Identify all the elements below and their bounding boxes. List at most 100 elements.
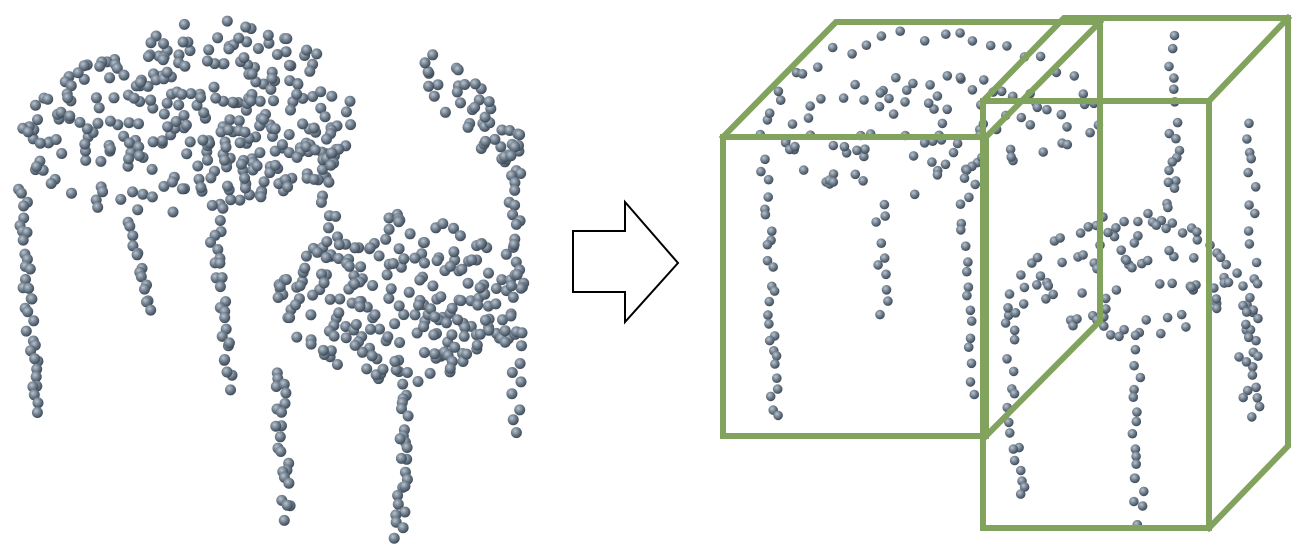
point bbox=[514, 358, 526, 369]
point bbox=[254, 147, 266, 159]
point bbox=[23, 282, 35, 294]
point bbox=[108, 92, 120, 104]
point bbox=[308, 173, 320, 185]
point bbox=[176, 88, 188, 100]
point bbox=[124, 220, 136, 232]
point bbox=[393, 216, 405, 228]
point bbox=[79, 138, 91, 150]
point bbox=[1156, 328, 1166, 339]
point bbox=[1232, 268, 1242, 278]
point bbox=[94, 60, 106, 72]
point bbox=[255, 191, 267, 203]
point bbox=[217, 202, 229, 214]
point bbox=[1132, 407, 1142, 417]
point bbox=[435, 291, 447, 303]
point bbox=[396, 403, 407, 415]
point bbox=[157, 54, 169, 66]
point bbox=[1127, 262, 1137, 273]
point bbox=[245, 95, 257, 107]
point bbox=[184, 136, 196, 148]
point bbox=[340, 106, 352, 118]
point bbox=[389, 355, 401, 367]
point bbox=[323, 222, 334, 234]
point bbox=[390, 364, 402, 376]
point bbox=[1130, 344, 1141, 355]
point bbox=[509, 184, 521, 196]
point bbox=[123, 153, 135, 165]
point bbox=[966, 316, 977, 326]
point bbox=[474, 328, 486, 340]
point bbox=[773, 410, 783, 421]
point bbox=[452, 64, 464, 76]
point bbox=[95, 155, 107, 167]
point bbox=[770, 359, 780, 369]
point bbox=[764, 335, 775, 346]
point bbox=[1072, 314, 1082, 324]
point bbox=[315, 196, 327, 208]
point bbox=[419, 257, 430, 269]
point bbox=[80, 154, 92, 166]
point bbox=[216, 330, 228, 342]
point bbox=[923, 98, 934, 108]
point bbox=[1238, 392, 1248, 403]
point bbox=[268, 95, 279, 107]
point bbox=[499, 325, 511, 337]
point bbox=[397, 522, 409, 534]
point bbox=[418, 321, 430, 333]
point bbox=[388, 532, 400, 544]
point bbox=[1016, 270, 1026, 280]
point bbox=[251, 160, 263, 172]
point bbox=[223, 43, 235, 55]
point bbox=[401, 442, 413, 453]
point bbox=[452, 314, 463, 326]
point bbox=[1128, 392, 1139, 403]
point bbox=[1002, 354, 1012, 364]
point bbox=[1167, 218, 1178, 228]
point bbox=[166, 176, 178, 188]
point bbox=[202, 154, 213, 166]
point bbox=[173, 49, 185, 61]
point bbox=[222, 124, 234, 136]
point bbox=[1169, 84, 1179, 94]
point bbox=[214, 215, 226, 226]
point bbox=[1142, 255, 1153, 266]
point bbox=[321, 133, 332, 145]
point bbox=[299, 262, 311, 274]
point bbox=[104, 115, 116, 127]
point bbox=[343, 260, 355, 272]
point bbox=[173, 99, 185, 111]
point bbox=[1078, 89, 1089, 99]
point bbox=[271, 49, 283, 60]
point bbox=[224, 114, 236, 126]
point bbox=[257, 113, 269, 125]
point bbox=[233, 32, 245, 44]
point bbox=[1241, 357, 1252, 367]
point bbox=[891, 72, 901, 83]
point bbox=[1055, 233, 1065, 243]
point bbox=[762, 239, 773, 250]
point bbox=[490, 283, 502, 294]
point bbox=[514, 129, 526, 141]
point bbox=[27, 381, 39, 393]
point bbox=[1247, 412, 1257, 422]
point bbox=[510, 218, 522, 230]
point bbox=[326, 90, 338, 102]
point bbox=[966, 358, 977, 369]
point bbox=[262, 29, 274, 41]
point bbox=[92, 201, 104, 213]
point bbox=[279, 398, 291, 409]
point bbox=[1006, 152, 1016, 162]
point bbox=[369, 309, 381, 321]
point bbox=[483, 324, 495, 336]
point bbox=[963, 342, 974, 353]
point bbox=[1177, 228, 1188, 238]
point bbox=[225, 384, 236, 396]
point bbox=[205, 172, 217, 184]
point bbox=[1164, 61, 1174, 72]
point bbox=[909, 189, 920, 200]
point bbox=[92, 117, 104, 129]
point bbox=[399, 506, 411, 518]
point-cloud-table-segmented bbox=[755, 26, 1265, 530]
point bbox=[291, 331, 303, 343]
